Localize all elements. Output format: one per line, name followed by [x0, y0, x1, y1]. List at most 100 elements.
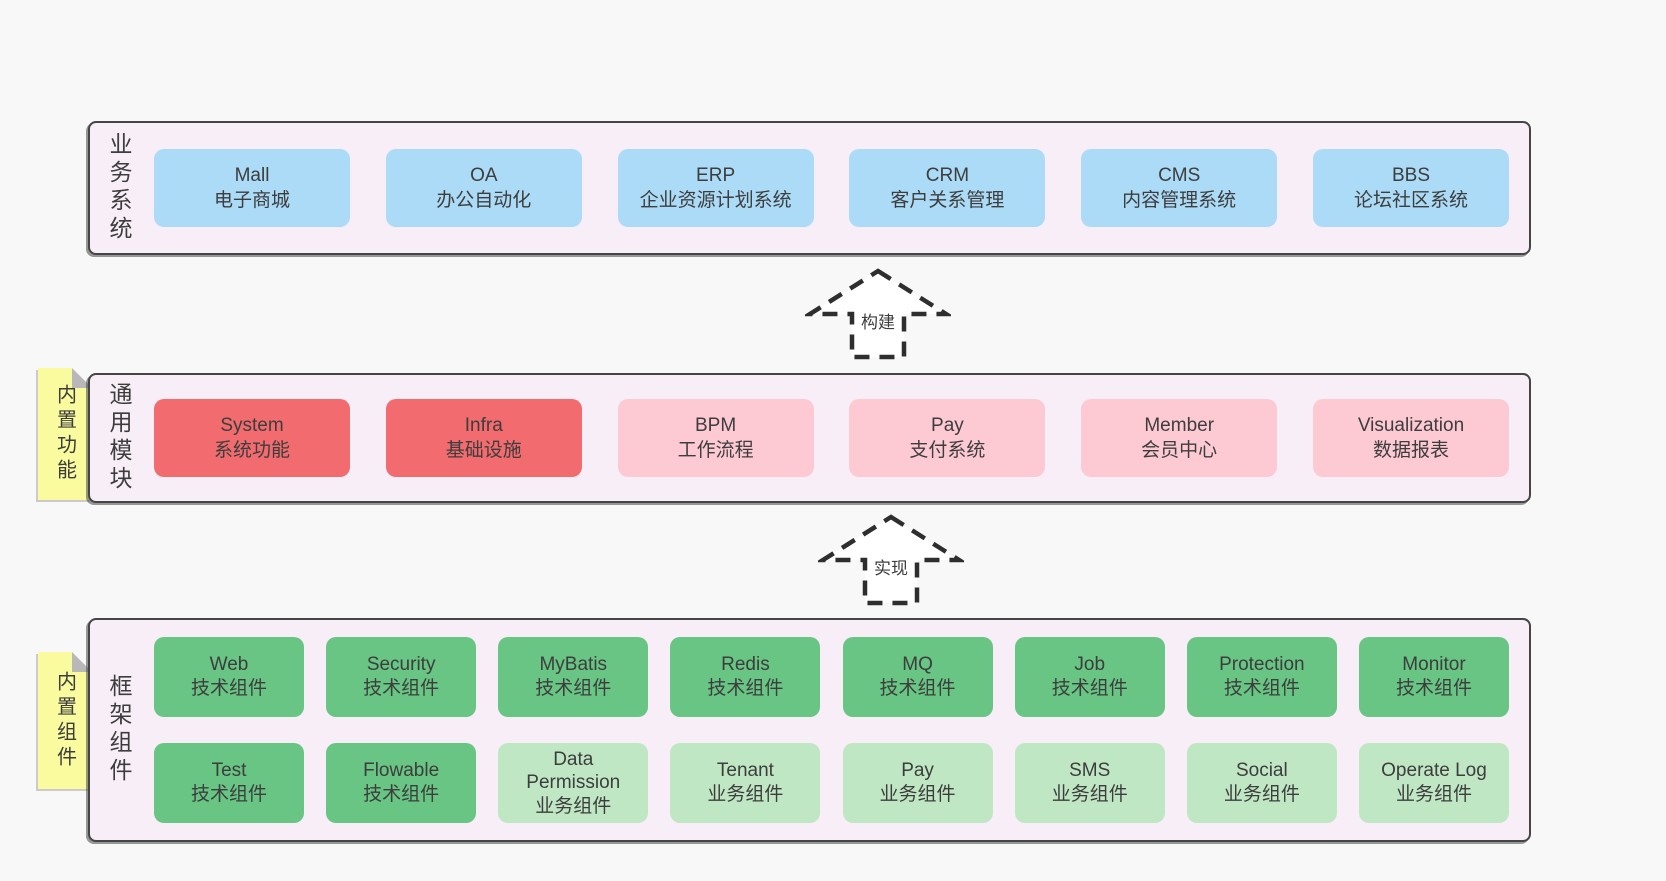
box-name: BPM — [695, 414, 737, 436]
box-name: Redis — [721, 654, 770, 676]
band-business-content: Mall 电子商城 OA 办公自动化 ERP 企业资源计划系统 CRM 客户关系… — [148, 123, 1529, 253]
box-desc: 系统功能 — [213, 440, 290, 461]
band-title-common: 通用模块 — [106, 382, 132, 494]
box-test: Test 技术组件 — [154, 743, 304, 823]
box-desc: 技术组件 — [190, 678, 267, 699]
box-job: Job 技术组件 — [1014, 637, 1165, 717]
box-protection: Protection 技术组件 — [1186, 637, 1337, 717]
box-sms: SMS 业务组件 — [1014, 743, 1165, 823]
box-flowable: Flowable 技术组件 — [326, 743, 477, 823]
band-framework-content: Web 技术组件 Security 技术组件 MyBatis 技术组件 Redi… — [148, 620, 1529, 840]
box-desc: 技术组件 — [363, 784, 440, 805]
box-desc: 业务组件 — [707, 784, 784, 805]
box-social: Social 业务组件 — [1186, 743, 1337, 823]
box-desc: 业务组件 — [879, 784, 956, 805]
box-name: MQ — [902, 654, 933, 676]
box-infra: Infra 基础设施 — [385, 399, 582, 477]
box-name: Data Permission — [526, 748, 621, 794]
box-name: BBS — [1391, 164, 1430, 186]
box-desc: 电子商城 — [213, 190, 290, 211]
box-name: CMS — [1158, 164, 1201, 186]
box-mall: Mall 电子商城 — [154, 149, 350, 227]
box-security: Security 技术组件 — [326, 637, 477, 717]
note-built-in-components: 内置组件 — [38, 652, 92, 789]
box-name: Web — [209, 654, 249, 676]
box-desc: 技术组件 — [879, 678, 956, 699]
box-name: Security — [366, 654, 436, 676]
box-desc: 技术组件 — [535, 678, 612, 699]
box-name: MyBatis — [539, 654, 608, 676]
box-mybatis: MyBatis 技术组件 — [498, 637, 649, 717]
box-name: Operate Log — [1381, 760, 1487, 782]
box-desc: 数据报表 — [1372, 440, 1449, 461]
box-pay-biz: Pay 业务组件 — [842, 743, 993, 823]
arrow-build: 构建 — [805, 268, 951, 360]
box-data-permission: Data Permission 业务组件 — [498, 743, 649, 823]
box-desc: 技术组件 — [190, 784, 267, 805]
box-bpm: BPM 工作流程 — [617, 399, 814, 477]
box-desc: 技术组件 — [1223, 678, 1300, 699]
box-name: Social — [1235, 760, 1288, 782]
box-desc: 会员中心 — [1141, 440, 1218, 461]
box-desc: 支付系统 — [909, 440, 986, 461]
box-name: Mall — [234, 164, 270, 186]
box-bbs: BBS 论坛社区系统 — [1312, 149, 1509, 227]
box-name: Member — [1144, 414, 1215, 436]
box-name: Pay — [931, 414, 964, 436]
box-name: SMS — [1069, 760, 1111, 782]
box-oa: OA 办公自动化 — [385, 149, 582, 227]
box-desc: 基础设施 — [445, 440, 522, 461]
band-title-framework: 框架组件 — [106, 674, 132, 786]
box-desc: 业务组件 — [1051, 784, 1128, 805]
framework-row-2: Test 技术组件 Flowable 技术组件 Data Permission … — [154, 743, 1509, 823]
box-member: Member 会员中心 — [1081, 399, 1278, 477]
box-desc: 技术组件 — [363, 678, 440, 699]
framework-row-1: Web 技术组件 Security 技术组件 MyBatis 技术组件 Redi… — [154, 637, 1509, 717]
box-desc: 技术组件 — [1051, 678, 1128, 699]
note-built-in-features: 内置功能 — [38, 368, 92, 500]
box-desc: 内容管理系统 — [1122, 190, 1237, 211]
box-desc: 业务组件 — [1395, 784, 1472, 805]
box-monitor: Monitor 技术组件 — [1358, 637, 1509, 717]
box-erp: ERP 企业资源计划系统 — [617, 149, 814, 227]
box-name: ERP — [696, 164, 736, 186]
box-name: Test — [211, 760, 247, 782]
box-system: System 系统功能 — [154, 399, 350, 477]
box-name: Infra — [464, 414, 503, 436]
box-desc: 论坛社区系统 — [1353, 190, 1468, 211]
band-common-content: System 系统功能 Infra 基础设施 BPM 工作流程 Pay 支付系统… — [148, 375, 1529, 501]
band-framework-components: 框架组件 Web 技术组件 Security 技术组件 MyBatis 技术组件… — [88, 618, 1531, 842]
box-mq: MQ 技术组件 — [842, 637, 993, 717]
box-name: Flowable — [363, 760, 440, 782]
arrow-build-label: 构建 — [859, 308, 897, 333]
box-redis: Redis 技术组件 — [670, 637, 821, 717]
box-name: Job — [1074, 654, 1106, 676]
box-cms: CMS 内容管理系统 — [1081, 149, 1278, 227]
box-tenant: Tenant 业务组件 — [670, 743, 821, 823]
box-desc: 业务组件 — [535, 795, 612, 817]
box-name: CRM — [925, 164, 970, 186]
box-operate-log: Operate Log 业务组件 — [1358, 743, 1509, 823]
band-business-systems: 业务系统 Mall 电子商城 OA 办公自动化 ERP 企业资源计划系统 CRM… — [88, 121, 1531, 255]
band-common-modules: 通用模块 System 系统功能 Infra 基础设施 BPM 工作流程 Pay… — [88, 373, 1531, 503]
box-desc: 技术组件 — [707, 678, 784, 699]
box-crm: CRM 客户关系管理 — [849, 149, 1046, 227]
box-desc: 办公自动化 — [436, 190, 532, 211]
arrow-implement-label: 实现 — [872, 554, 910, 579]
box-pay: Pay 支付系统 — [849, 399, 1046, 477]
box-visualization: Visualization 数据报表 — [1312, 399, 1509, 477]
box-name: Visualization — [1357, 414, 1465, 436]
box-desc: 企业资源计划系统 — [639, 190, 792, 211]
box-desc: 工作流程 — [677, 440, 754, 461]
arrow-implement: 实现 — [818, 514, 964, 606]
box-name: Pay — [901, 760, 934, 782]
box-name: System — [220, 414, 284, 436]
box-desc: 业务组件 — [1223, 784, 1300, 805]
box-name: Protection — [1219, 654, 1305, 676]
box-desc: 技术组件 — [1395, 678, 1472, 699]
box-name: Tenant — [716, 760, 774, 782]
box-web: Web 技术组件 — [154, 637, 304, 717]
box-desc: 客户关系管理 — [890, 190, 1005, 211]
band-title-business: 业务系统 — [106, 132, 132, 244]
